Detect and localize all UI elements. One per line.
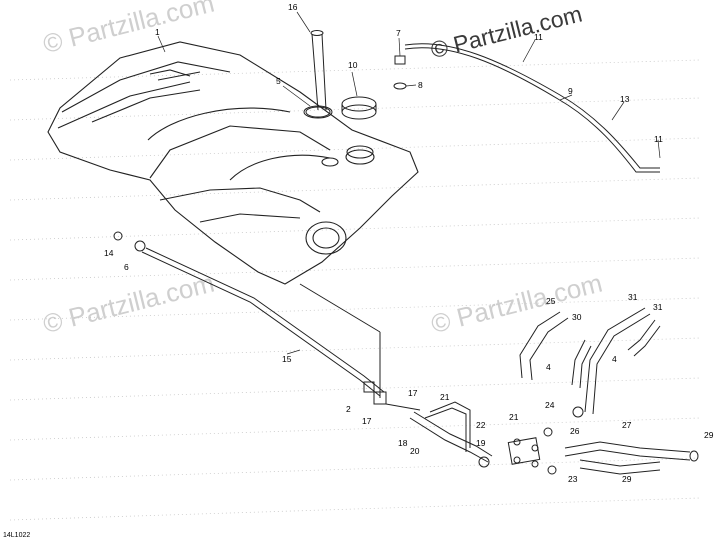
callout: 30 (572, 312, 582, 322)
drawing-code: 14L1022 (3, 532, 31, 539)
fuel-cap (341, 96, 377, 120)
callout: 23 (568, 474, 578, 484)
fuel-line (113, 231, 421, 411)
hose-assembly-left (409, 401, 493, 468)
callout: 15 (282, 354, 292, 364)
callout: 5 (276, 76, 281, 86)
callout: 17 (362, 416, 372, 426)
callout: 24 (545, 400, 555, 410)
callout: 16 (288, 2, 298, 12)
callout: 19 (476, 438, 486, 448)
callout-labels: 1 10 16 4 4 5 6 7 8 9 11 11 13 14 15 17 … (104, 2, 714, 484)
callout: 14 (104, 248, 114, 258)
gasket (305, 106, 331, 118)
hose-assembly-lower (564, 441, 699, 475)
callout: 9 (568, 86, 573, 96)
callout: 7 (396, 28, 401, 38)
callout: 21 (440, 392, 450, 402)
callout: 22 (476, 420, 486, 430)
callout: 6 (124, 262, 129, 272)
callout: 2 (346, 404, 351, 414)
callout: 29 (704, 430, 714, 440)
callout: 4 (612, 354, 617, 364)
fuel-tank (47, 41, 419, 285)
callout: 27 (622, 420, 632, 430)
callout: 11 (654, 134, 663, 144)
callout: 17 (408, 388, 418, 398)
callout: 21 (509, 412, 519, 422)
callout: 20 (410, 446, 420, 456)
callout: 31 (653, 302, 663, 312)
callout: 11 (534, 32, 543, 42)
callout: 8 (418, 80, 423, 90)
filler-neck (303, 30, 333, 119)
callout: 13 (620, 94, 630, 104)
callout: 25 (546, 296, 556, 306)
hose-assembly-right (519, 307, 661, 418)
callout: 10 (348, 60, 358, 70)
leader-lines (157, 11, 661, 355)
callout: 31 (628, 292, 638, 302)
callout: 1 (155, 27, 160, 37)
callout: 18 (398, 438, 408, 448)
callout: 29 (622, 474, 632, 484)
callout: 26 (570, 426, 580, 436)
callout: 4 (546, 362, 551, 372)
connector-block (507, 427, 557, 475)
